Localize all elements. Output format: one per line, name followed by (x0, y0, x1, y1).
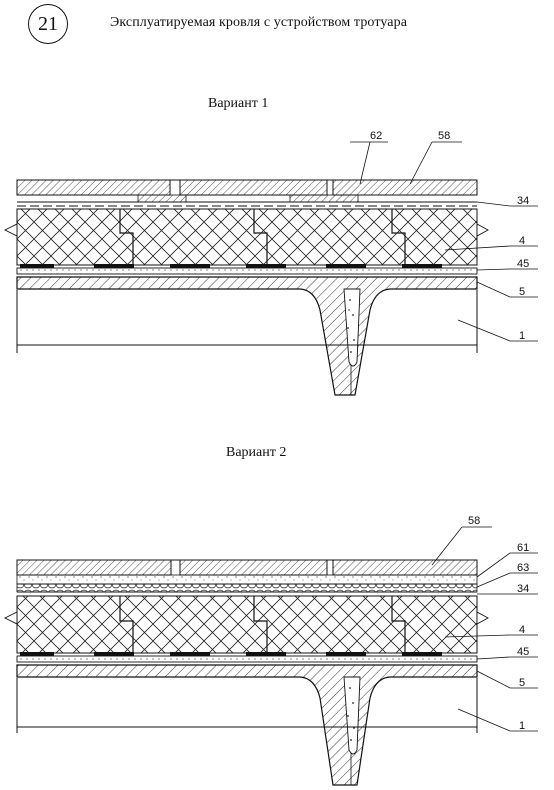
callout-leaders (350, 141, 538, 342)
label-4: 4 (519, 624, 525, 636)
paving-tiles (16, 179, 478, 196)
label-63: 63 (517, 562, 529, 574)
label-34: 34 (517, 195, 529, 207)
label-5: 5 (519, 677, 525, 689)
adhesive-strips (20, 264, 442, 268)
label-1: 1 (519, 330, 525, 342)
vapor-barrier (16, 267, 478, 275)
callout-leaders (431, 526, 538, 732)
sheet-title: Эксплуатируемая кровля с устройством тро… (110, 15, 408, 30)
membrane-layer (17, 591, 477, 597)
insulation-boards (3, 208, 489, 266)
gravel-layer (16, 583, 478, 593)
variant-1-title: Вариант 1 (208, 96, 269, 111)
variant-2-title: Вариант 2 (226, 445, 287, 460)
label-34: 34 (517, 583, 529, 595)
label-45: 45 (517, 258, 529, 270)
adhesive-strips (20, 652, 442, 656)
concrete-slab (16, 276, 478, 396)
label-61: 61 (517, 542, 529, 554)
paving-tiles (16, 559, 478, 576)
variant-2-section-drawing: 58 61 63 34 4 45 5 1 (3, 515, 538, 786)
label-1: 1 (519, 720, 525, 732)
label-58: 58 (438, 130, 450, 142)
label-4: 4 (519, 235, 525, 247)
sheet-number-circle: 21 (28, 4, 68, 44)
label-58: 58 (468, 515, 480, 527)
insulation-boards (3, 595, 489, 654)
concrete-slab (16, 664, 478, 786)
label-45: 45 (517, 646, 529, 658)
callout-labels: 58 61 63 34 4 45 5 1 (468, 515, 529, 732)
vapor-barrier (16, 655, 478, 663)
sheet-number: 21 (38, 12, 58, 35)
tile-supports (137, 194, 359, 203)
label-62: 62 (370, 130, 382, 142)
callout-labels: 62 58 34 4 45 5 1 (370, 130, 529, 342)
header: 21 Эксплуатируемая кровля с устройством … (0, 0, 554, 50)
label-5: 5 (519, 286, 525, 298)
sand-layer (16, 574, 478, 585)
variant-1-section-drawing: 62 58 34 4 45 5 1 (3, 130, 538, 396)
membrane-layer (17, 201, 477, 210)
